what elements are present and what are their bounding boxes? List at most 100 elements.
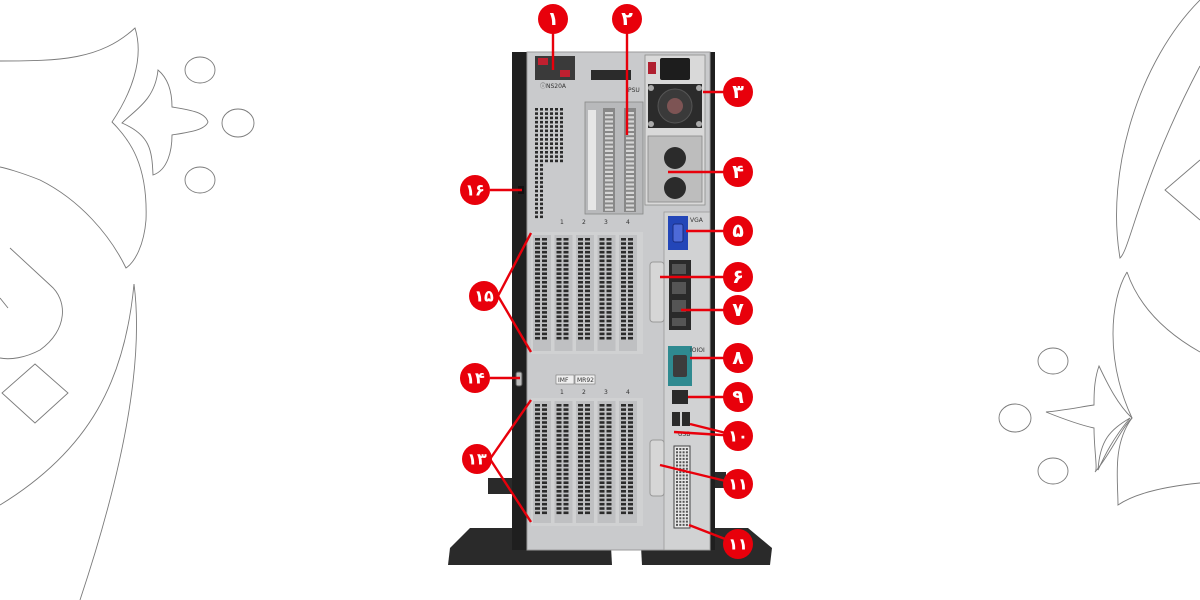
- vent-hole: [621, 429, 626, 433]
- vent-hole: [578, 447, 583, 450]
- callout-14[interactable]: ۱۴: [460, 363, 490, 393]
- vent-hole: [542, 485, 547, 489]
- vent-hole: [606, 507, 612, 510]
- vent-hole: [621, 502, 626, 506]
- callout-5[interactable]: ۵: [723, 216, 753, 246]
- vent-hole: [626, 141, 634, 144]
- pin: [676, 490, 678, 493]
- vent-hole: [599, 425, 605, 429]
- right-ornament: [998, 0, 1200, 506]
- vent-hole: [621, 477, 626, 480]
- vent-hole: [535, 319, 540, 323]
- vent-hole: [560, 138, 563, 141]
- vent-hole: [628, 455, 633, 459]
- callout-11-lower[interactable]: ۱۱: [723, 529, 753, 559]
- callout-6[interactable]: ۶: [723, 262, 753, 292]
- vent-hole: [628, 490, 633, 493]
- vent-hole: [599, 464, 605, 467]
- vent-hole: [556, 306, 562, 310]
- vent-hole: [535, 185, 538, 188]
- vent-hole: [542, 438, 547, 441]
- callout-15[interactable]: ۱۵: [469, 281, 499, 311]
- vent-hole: [578, 255, 583, 258]
- vent-hole: [606, 502, 612, 506]
- vent-hole: [535, 181, 538, 184]
- vent-hole: [540, 133, 543, 137]
- power-inlet: [660, 58, 690, 80]
- vent-hole: [545, 151, 548, 154]
- vent-hole: [540, 108, 543, 111]
- slot-number: 1: [560, 219, 564, 226]
- vent-hole: [578, 498, 583, 502]
- vent-hole: [578, 481, 583, 484]
- vent-hole: [585, 502, 590, 506]
- vent-hole: [621, 324, 626, 327]
- callout-16[interactable]: ۱۶: [460, 175, 490, 205]
- pin: [679, 520, 682, 523]
- vent-hole: [585, 485, 590, 489]
- pin: [685, 490, 688, 493]
- callout-11-upper[interactable]: ۱۱: [723, 469, 753, 499]
- vent-hole: [599, 306, 605, 310]
- vent-hole: [606, 315, 612, 318]
- vent-hole: [578, 298, 583, 301]
- vent-hole: [585, 468, 590, 472]
- pin: [682, 494, 685, 497]
- vent-hole: [550, 146, 553, 150]
- vent-hole: [599, 263, 605, 267]
- callout-1[interactable]: ۱: [538, 4, 568, 34]
- vent-hole: [621, 464, 626, 467]
- vent-hole: [535, 172, 538, 176]
- vent-hole: [540, 198, 543, 201]
- pin: [679, 474, 682, 477]
- lower-expansion-bank: [531, 398, 643, 526]
- vent-hole: [621, 442, 626, 446]
- callout-3[interactable]: ۳: [723, 77, 753, 107]
- callout-13[interactable]: ۱۳: [462, 444, 492, 474]
- vent-hole: [563, 481, 569, 484]
- vent-hole: [585, 242, 590, 245]
- callout-10[interactable]: ۱۰: [723, 421, 753, 451]
- vent-hole: [578, 451, 583, 454]
- vent-hole: [626, 187, 634, 190]
- vent-hole: [585, 272, 590, 275]
- vent-hole: [578, 404, 583, 407]
- callout-4[interactable]: ۴: [723, 157, 753, 187]
- vent-hole: [545, 138, 548, 141]
- callout-13-label: ۱۳: [467, 450, 487, 469]
- callout-7[interactable]: ۷: [723, 295, 753, 325]
- vent-hole: [628, 429, 633, 433]
- pin: [682, 448, 685, 450]
- vent-hole: [628, 404, 633, 407]
- vent-hole: [585, 511, 590, 515]
- vent-hole: [540, 181, 543, 184]
- vent-hole: [628, 438, 633, 441]
- vent-hole: [599, 459, 605, 463]
- vent-hole: [605, 175, 613, 178]
- vent-hole: [556, 485, 562, 489]
- vent-hole: [542, 268, 547, 271]
- vent-hole: [563, 293, 569, 297]
- serial-label: IOIOI: [690, 347, 705, 354]
- vent-hole: [540, 185, 543, 188]
- callout-8[interactable]: ۸: [723, 343, 753, 373]
- vent-hole: [606, 494, 612, 497]
- vent-hole: [599, 404, 605, 407]
- vent-hole: [585, 434, 590, 437]
- vent-hole: [628, 477, 633, 480]
- vent-hole: [535, 451, 540, 454]
- callout-2[interactable]: ۲: [612, 4, 642, 34]
- vent-hole: [628, 494, 633, 497]
- vent-hole: [550, 108, 553, 111]
- pin: [676, 457, 678, 460]
- vent-hole: [542, 477, 547, 480]
- vent-hole: [563, 263, 569, 267]
- callout-9[interactable]: ۹: [723, 382, 753, 412]
- vent-hole: [578, 502, 583, 506]
- pin: [676, 474, 678, 477]
- vent-hole: [535, 332, 540, 336]
- vent-hole: [556, 246, 562, 250]
- vent-hole: [585, 438, 590, 441]
- vent-hole: [585, 289, 590, 293]
